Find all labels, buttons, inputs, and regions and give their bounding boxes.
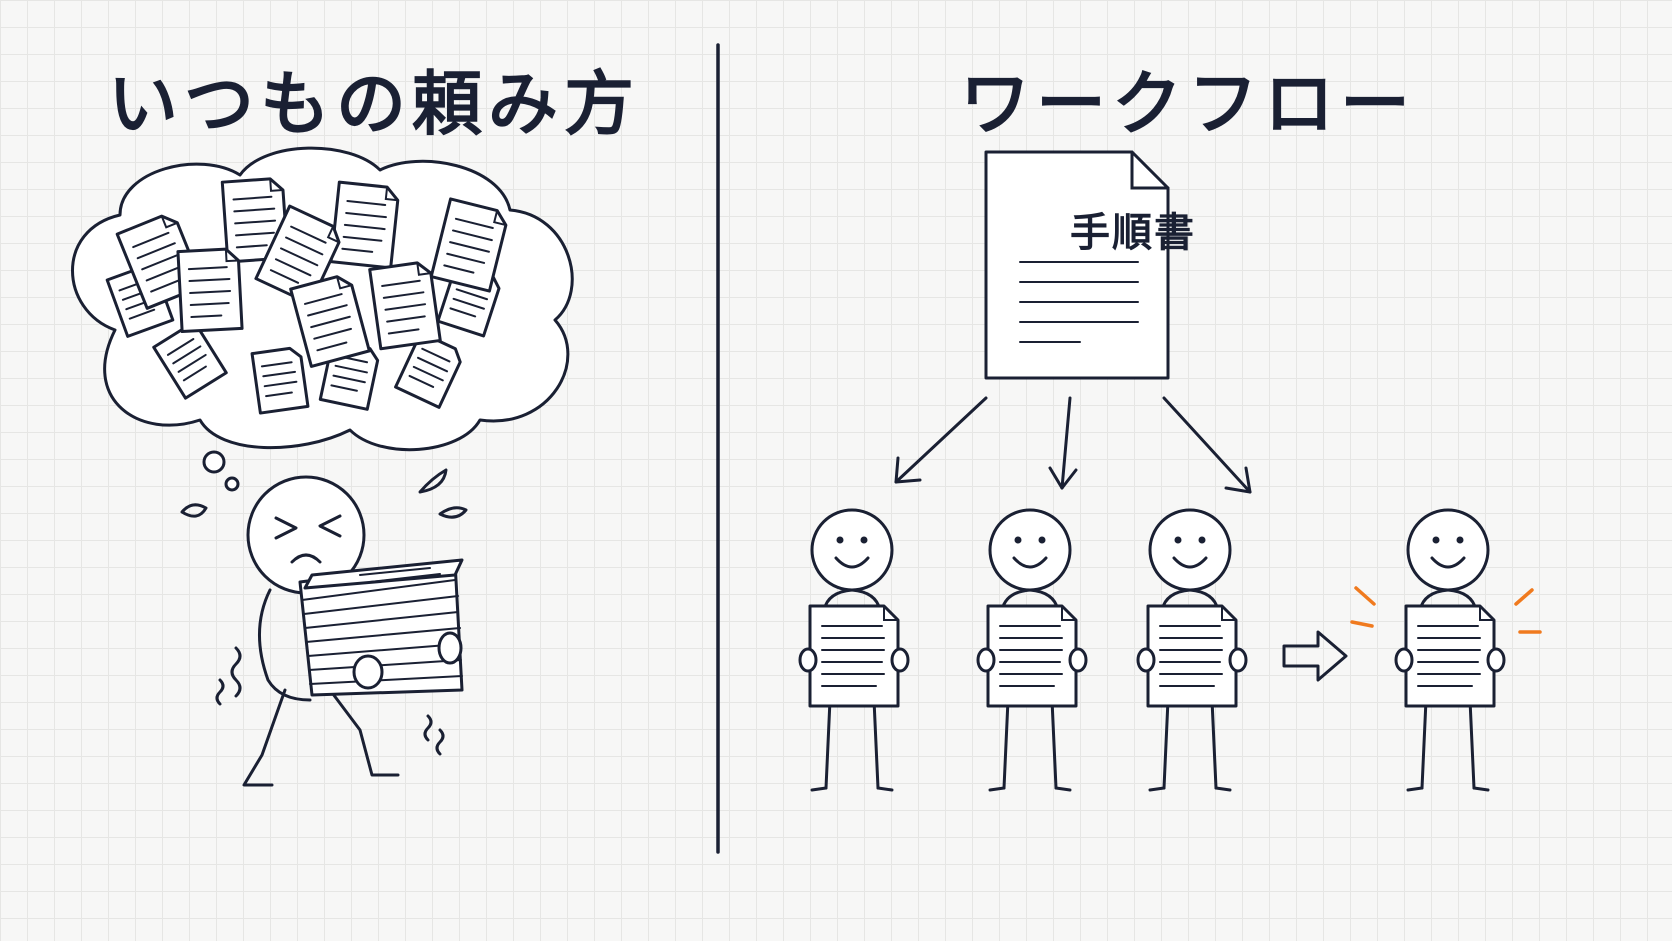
result-arrow xyxy=(1282,630,1348,682)
procedure-doc-label: 手順書 xyxy=(1070,210,1196,256)
stressed-person xyxy=(242,475,464,787)
worker-1 xyxy=(798,508,910,792)
paper-sheet xyxy=(368,259,442,351)
arrow-left xyxy=(894,396,988,484)
paper-sheet xyxy=(176,246,244,334)
right-panel-title: ワークフロー xyxy=(960,63,1416,145)
paper-sheet xyxy=(250,345,310,415)
arrow-middle xyxy=(1060,396,1072,490)
worker-2 xyxy=(976,508,1088,792)
procedure-document xyxy=(984,150,1170,380)
shake-marks xyxy=(215,646,445,756)
thought-dots xyxy=(202,450,240,492)
arrow-right xyxy=(1162,396,1252,494)
highlight-sparkles xyxy=(1350,586,1542,634)
result-person xyxy=(1394,508,1506,792)
paper-sheet xyxy=(329,180,401,270)
left-panel-title: いつもの頼み方 xyxy=(108,63,640,145)
sweat-drops xyxy=(180,468,468,519)
branch-arrows xyxy=(894,396,1252,494)
worker-3 xyxy=(1136,508,1248,792)
